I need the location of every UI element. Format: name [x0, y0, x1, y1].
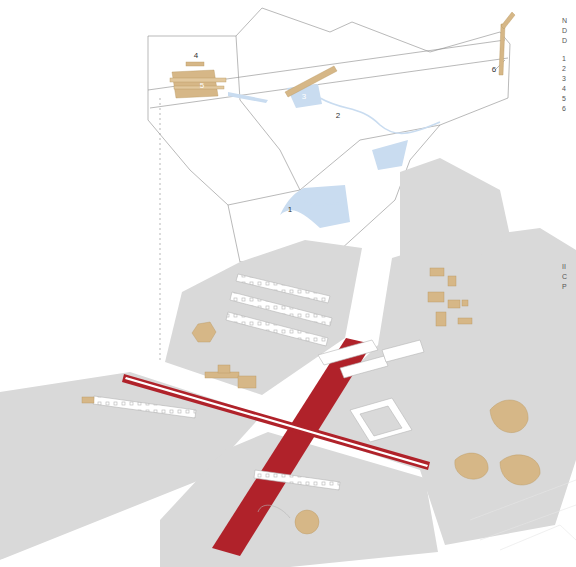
- legend-text: 6: [562, 105, 566, 112]
- legend-text: D: [562, 37, 567, 44]
- callout-number: 2: [336, 112, 340, 120]
- legend-text: P: [562, 283, 567, 290]
- legend-text: 4: [562, 85, 566, 92]
- roads: [122, 338, 430, 556]
- legend-text: N: [562, 17, 567, 24]
- projection-line: [160, 98, 161, 360]
- legend-text: 2: [562, 65, 566, 72]
- legend-text: D: [562, 27, 567, 34]
- stream: [300, 200, 345, 205]
- water: [228, 84, 408, 228]
- callout-number: 3: [302, 93, 306, 101]
- callout-number: 1: [288, 206, 292, 214]
- callout-number: 4: [194, 52, 198, 60]
- map-lines: [470, 480, 576, 550]
- upper-plan: [148, 8, 510, 262]
- path: [258, 505, 290, 518]
- ground: [0, 158, 576, 567]
- callout-number: 6: [492, 66, 496, 74]
- callout-number: 5: [200, 82, 204, 90]
- legend-text: II: [562, 263, 566, 270]
- legend-text: 3: [562, 75, 566, 82]
- tan-buildings: [82, 268, 540, 534]
- upper-buildings: [170, 12, 515, 98]
- stream: [320, 98, 440, 133]
- white-buildings: [93, 274, 424, 490]
- legend-text: 5: [562, 95, 566, 102]
- legend-text: 1: [562, 55, 566, 62]
- legend-text: C: [562, 273, 567, 280]
